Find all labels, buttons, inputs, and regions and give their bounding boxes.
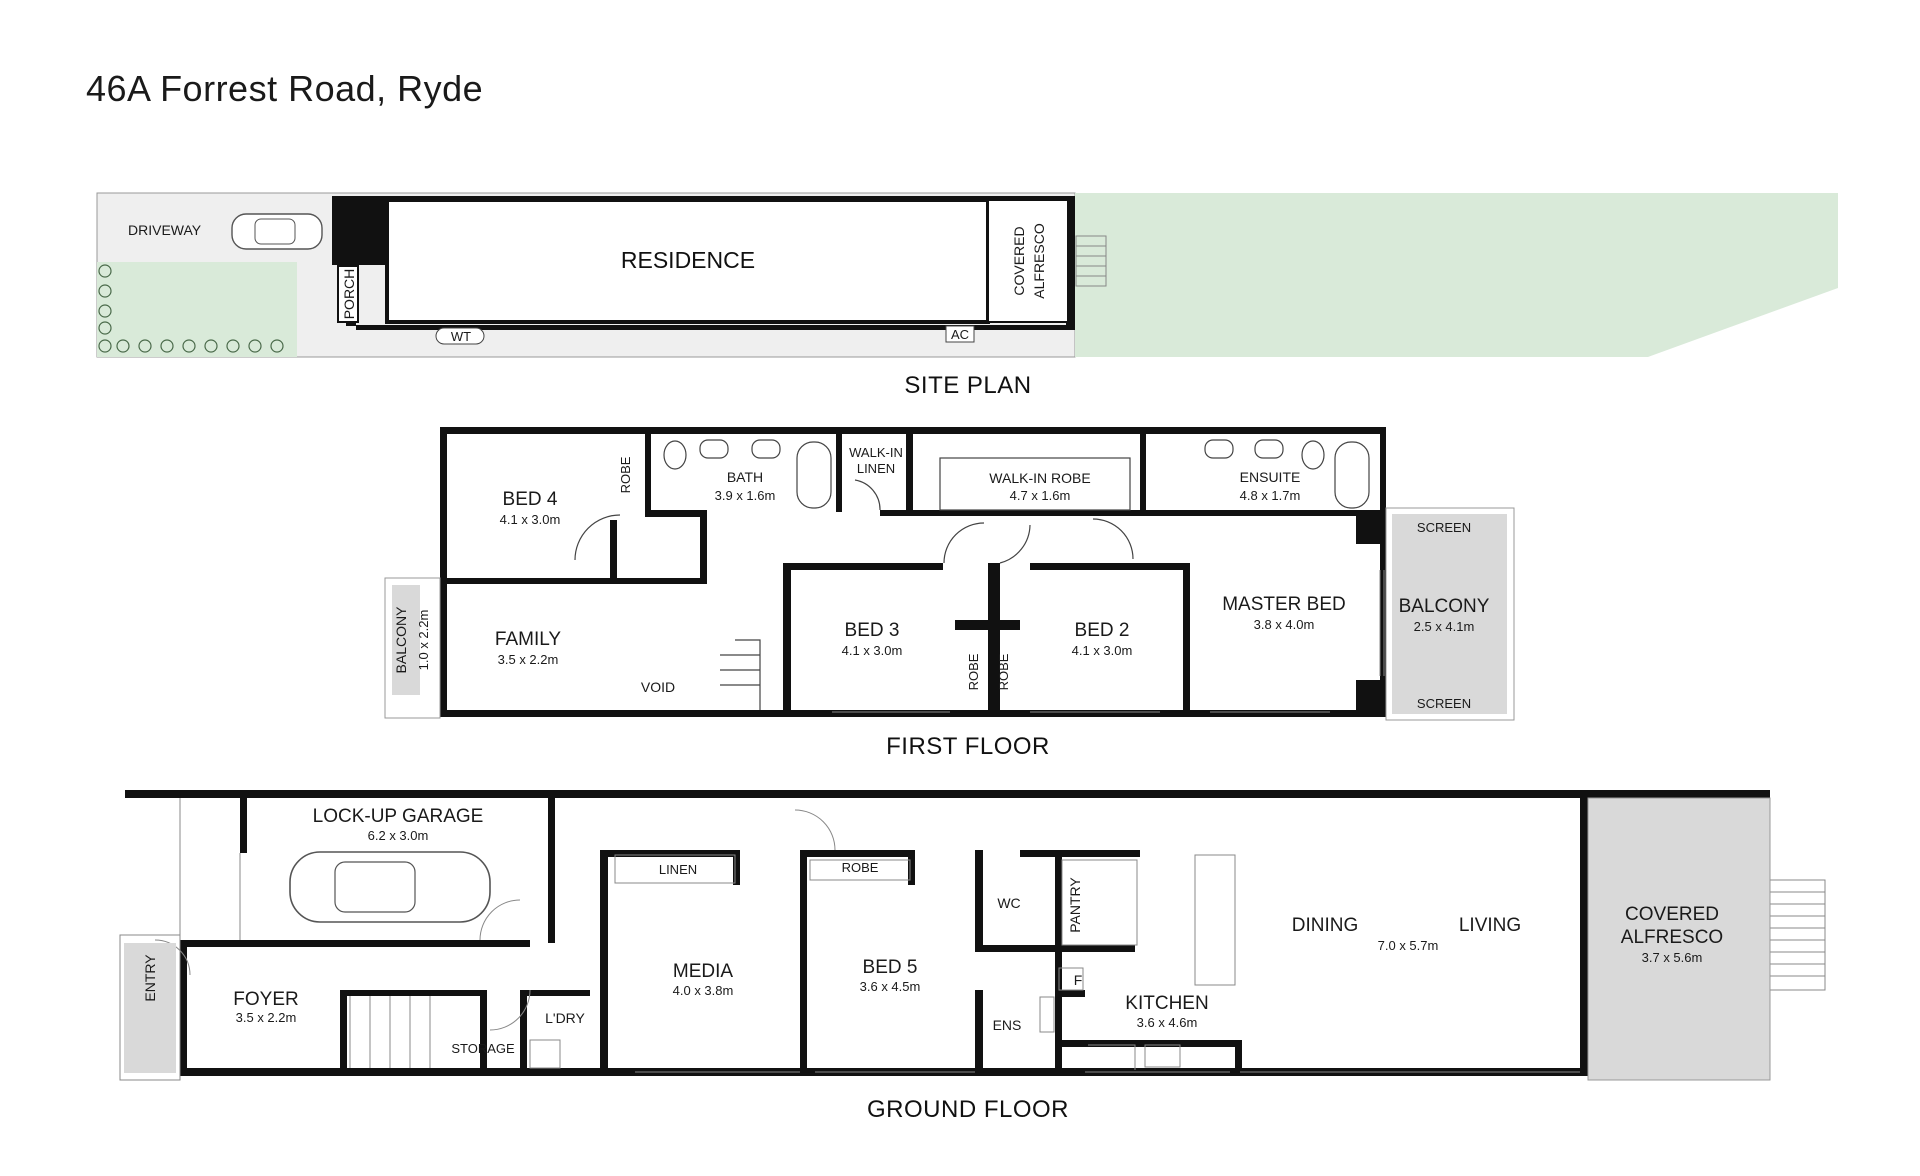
dim-dining-living: 7.0 x 5.7m <box>1378 938 1439 953</box>
dim-kitchen: 3.6 x 4.6m <box>1137 1015 1198 1030</box>
label-garage: LOCK-UP GARAGE <box>313 806 484 827</box>
front-lawn <box>97 262 297 357</box>
first-floor-fixtures <box>574 439 1370 710</box>
heading-site-plan: SITE PLAN <box>904 372 1031 399</box>
dim-garage: 6.2 x 3.0m <box>368 828 429 843</box>
label-walkin-robe: WALK-IN ROBE <box>989 470 1090 486</box>
balcony-left <box>392 585 420 695</box>
dim-balcony-left: 1.0 x 2.2m <box>416 610 431 671</box>
garage-car-icon <box>289 851 491 923</box>
heading-ground-floor: GROUND FLOOR <box>867 1096 1069 1123</box>
dim-family: 3.5 x 2.2m <box>498 652 559 667</box>
ground-floor-linework <box>119 798 1826 1081</box>
label-ensuite: ENSUITE <box>1240 469 1301 485</box>
label-robe-ground: ROBE <box>842 860 879 875</box>
rear-lawn <box>1075 193 1838 357</box>
label-driveway: DRIVEWAY <box>128 222 202 238</box>
label-wt: WT <box>451 329 471 344</box>
label-alfresco-1: COVERED <box>1625 904 1719 925</box>
label-balcony-right: BALCONY <box>1399 596 1490 617</box>
label-master: MASTER BED <box>1222 594 1346 615</box>
label-robe-top: ROBE <box>618 456 633 493</box>
label-residence: RESIDENCE <box>621 247 755 273</box>
shrubs <box>98 264 284 353</box>
label-alfresco: ALFRESCO <box>1031 223 1047 299</box>
label-laundry: L'DRY <box>545 1010 585 1026</box>
dim-media: 4.0 x 3.8m <box>673 983 734 998</box>
label-ac: AC <box>951 327 969 342</box>
entry-porch <box>124 943 176 1073</box>
label-wc: WC <box>997 895 1020 911</box>
label-media: MEDIA <box>673 961 734 982</box>
site-plan: DRIVEWAY RESIDENCE PORCH COVERED ALFRESC… <box>96 192 1838 399</box>
label-family: FAMILY <box>495 629 561 650</box>
dim-ensuite: 4.8 x 1.7m <box>1240 488 1301 503</box>
balcony-right <box>1392 514 1507 714</box>
label-entry: ENTRY <box>142 954 158 1002</box>
label-robe-a: ROBE <box>966 653 981 690</box>
heading-first-floor: FIRST FLOOR <box>886 733 1050 760</box>
label-bed2: BED 2 <box>1075 620 1130 641</box>
dim-alfresco: 3.7 x 5.6m <box>1642 950 1703 965</box>
label-ens: ENS <box>993 1017 1022 1033</box>
porch-outline <box>337 265 359 323</box>
label-covered: COVERED <box>1011 226 1027 295</box>
first-floor: BED 4 4.1 x 3.0m BATH 3.9 x 1.6m ROBE WA… <box>384 427 1515 760</box>
plan-title: 46A Forrest Road, Ryde <box>86 68 484 109</box>
dim-bed5: 3.6 x 4.5m <box>860 979 921 994</box>
first-floor-walls <box>440 427 1386 717</box>
label-walkin-linen-1: WALK-IN <box>849 445 903 460</box>
label-pantry: PANTRY <box>1067 877 1083 933</box>
label-kitchen: KITCHEN <box>1125 993 1208 1014</box>
label-alfresco-2: ALFRESCO <box>1621 927 1723 948</box>
label-screen-top: SCREEN <box>1417 520 1471 535</box>
dim-walkin-robe: 4.7 x 1.6m <box>1010 488 1071 503</box>
ac-unit <box>945 325 975 343</box>
covered-alfresco-ground <box>1587 797 1771 1081</box>
label-f: F <box>1074 972 1083 988</box>
label-screen-bottom: SCREEN <box>1417 696 1471 711</box>
label-void: VOID <box>641 679 675 695</box>
label-bath: BATH <box>727 469 763 485</box>
first-floor-windows <box>832 570 1385 713</box>
label-walkin-linen-2: LINEN <box>857 461 895 476</box>
rear-steps <box>1075 235 1107 287</box>
label-porch: PORCH <box>341 269 357 320</box>
label-living: LIVING <box>1459 915 1521 936</box>
dim-bed4: 4.1 x 3.0m <box>500 512 561 527</box>
label-dining: DINING <box>1292 915 1359 936</box>
dim-balcony-right: 2.5 x 4.1m <box>1414 619 1475 634</box>
dim-bath: 3.9 x 1.6m <box>715 488 776 503</box>
dim-bed3: 4.1 x 3.0m <box>842 643 903 658</box>
label-bed5: BED 5 <box>863 957 918 978</box>
water-tank <box>435 327 485 345</box>
label-foyer: FOYER <box>233 989 298 1010</box>
dim-foyer: 3.5 x 2.2m <box>236 1010 297 1025</box>
label-robe-b: ROBE <box>996 653 1011 690</box>
label-balcony-left: BALCONY <box>393 606 409 674</box>
dim-bed2: 4.1 x 3.0m <box>1072 643 1133 658</box>
label-storage: STORAGE <box>451 1041 515 1056</box>
dim-master: 3.8 x 4.0m <box>1254 617 1315 632</box>
covered-alfresco-site <box>987 199 1069 323</box>
ground-floor: LOCK-UP GARAGE 6.2 x 3.0m ENTRY FOYER 3.… <box>119 790 1826 1123</box>
car-icon <box>231 213 323 250</box>
label-bed3: BED 3 <box>845 620 900 641</box>
label-linen: LINEN <box>659 862 697 877</box>
label-bed4: BED 4 <box>503 489 558 510</box>
